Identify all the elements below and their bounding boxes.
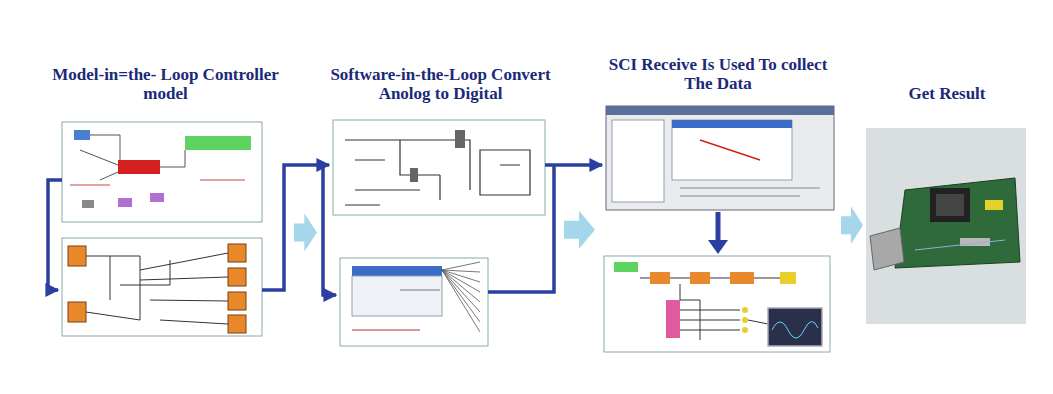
flow-line <box>323 165 336 295</box>
panel-heading-area: Model-in=the- Loop Controller model <box>38 50 293 110</box>
sci-window-screenshot <box>606 106 834 210</box>
stage-panel: Model-in=the- Loop Controller model <box>38 50 293 358</box>
panel-fill <box>864 110 1030 334</box>
panel-heading-area: SCI Receive Is Used To collect The Data <box>596 50 840 100</box>
controller-screenshot <box>62 238 262 336</box>
flow-arrow <box>564 211 595 249</box>
conversion-screenshot <box>340 258 488 346</box>
down-arrow-head <box>708 240 728 254</box>
stage-panel: Get Result <box>864 50 1030 334</box>
flow-line <box>262 165 329 290</box>
flow-arrow <box>841 206 863 244</box>
panel-fill <box>318 110 563 352</box>
flow-arrow <box>294 214 317 252</box>
panel-heading: Software-in-the-Loop Convert Anolog to D… <box>330 65 551 104</box>
panel-heading: Get Result <box>909 84 986 104</box>
stage-panel: SCI Receive Is Used To collect The Data <box>596 50 840 357</box>
flow-line <box>48 180 62 290</box>
flow-line <box>545 163 602 167</box>
panel-heading-area: Software-in-the-Loop Convert Anolog to D… <box>318 50 563 110</box>
flow-line <box>488 165 554 292</box>
down-arrow <box>716 212 721 242</box>
circuit-screenshot <box>333 120 545 215</box>
panel-fill <box>38 110 293 358</box>
panel-fill <box>596 100 840 357</box>
panel-heading-area: Get Result <box>864 50 1030 110</box>
stage-panel: Software-in-the-Loop Convert Anolog to D… <box>318 50 563 352</box>
panel-heading: SCI Receive Is Used To collect The Data <box>608 55 828 94</box>
receive-model-screenshot <box>604 256 830 352</box>
panel-heading: Model-in=the- Loop Controller model <box>50 65 281 104</box>
model-screenshot <box>62 122 262 222</box>
board-photo <box>866 128 1026 324</box>
